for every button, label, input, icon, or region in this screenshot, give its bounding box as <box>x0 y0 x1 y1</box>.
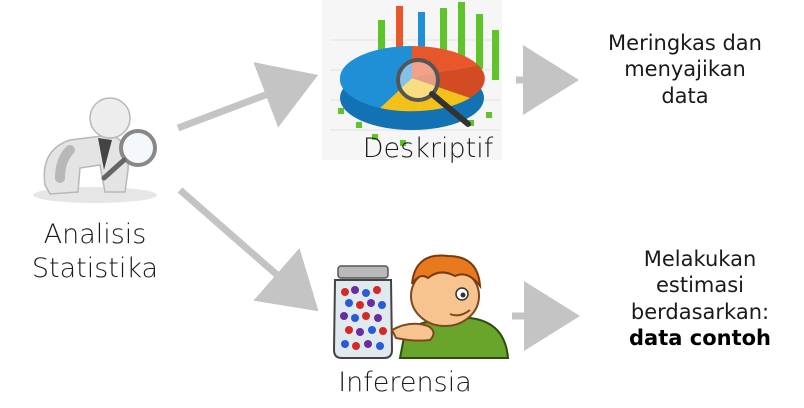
node-inferensia: Inferensia <box>338 367 472 398</box>
node-analisis-statistika: Analisis Statistika <box>20 218 170 286</box>
arrows <box>176 45 580 351</box>
node-analisis-line-2: Statistika <box>31 252 159 284</box>
node-deskriptif-result: Meringkas dan menyajikan data <box>590 30 780 109</box>
inferensia-result-bold: data contoh <box>629 325 771 350</box>
inferensia-result-line-3: berdasarkan: <box>630 299 770 324</box>
node-inferensia-result: Melakukan estimasi berdasarkan: data con… <box>600 246 800 351</box>
inferensia-result-line-2: estimasi <box>655 273 745 298</box>
node-analisis-line-1: Analisis <box>43 219 147 250</box>
deskriptif-result-line-1: Meringkas dan <box>608 31 762 55</box>
inferensia-result-line-1: Melakukan <box>643 247 757 271</box>
arrow-to-deskriptif <box>176 62 319 132</box>
pie-chart-magnifier-icon <box>322 0 502 160</box>
deskriptif-result-line-3: data <box>661 83 709 108</box>
arrow-to-inferensia <box>177 187 319 312</box>
deskriptif-result-line-2: menyajikan <box>624 57 746 82</box>
candy-jar-icon <box>332 265 394 359</box>
node-deskriptif: Deskriptif <box>362 133 494 164</box>
analyst-figure-icon <box>33 97 157 203</box>
thinking-boy-icon <box>390 254 510 359</box>
